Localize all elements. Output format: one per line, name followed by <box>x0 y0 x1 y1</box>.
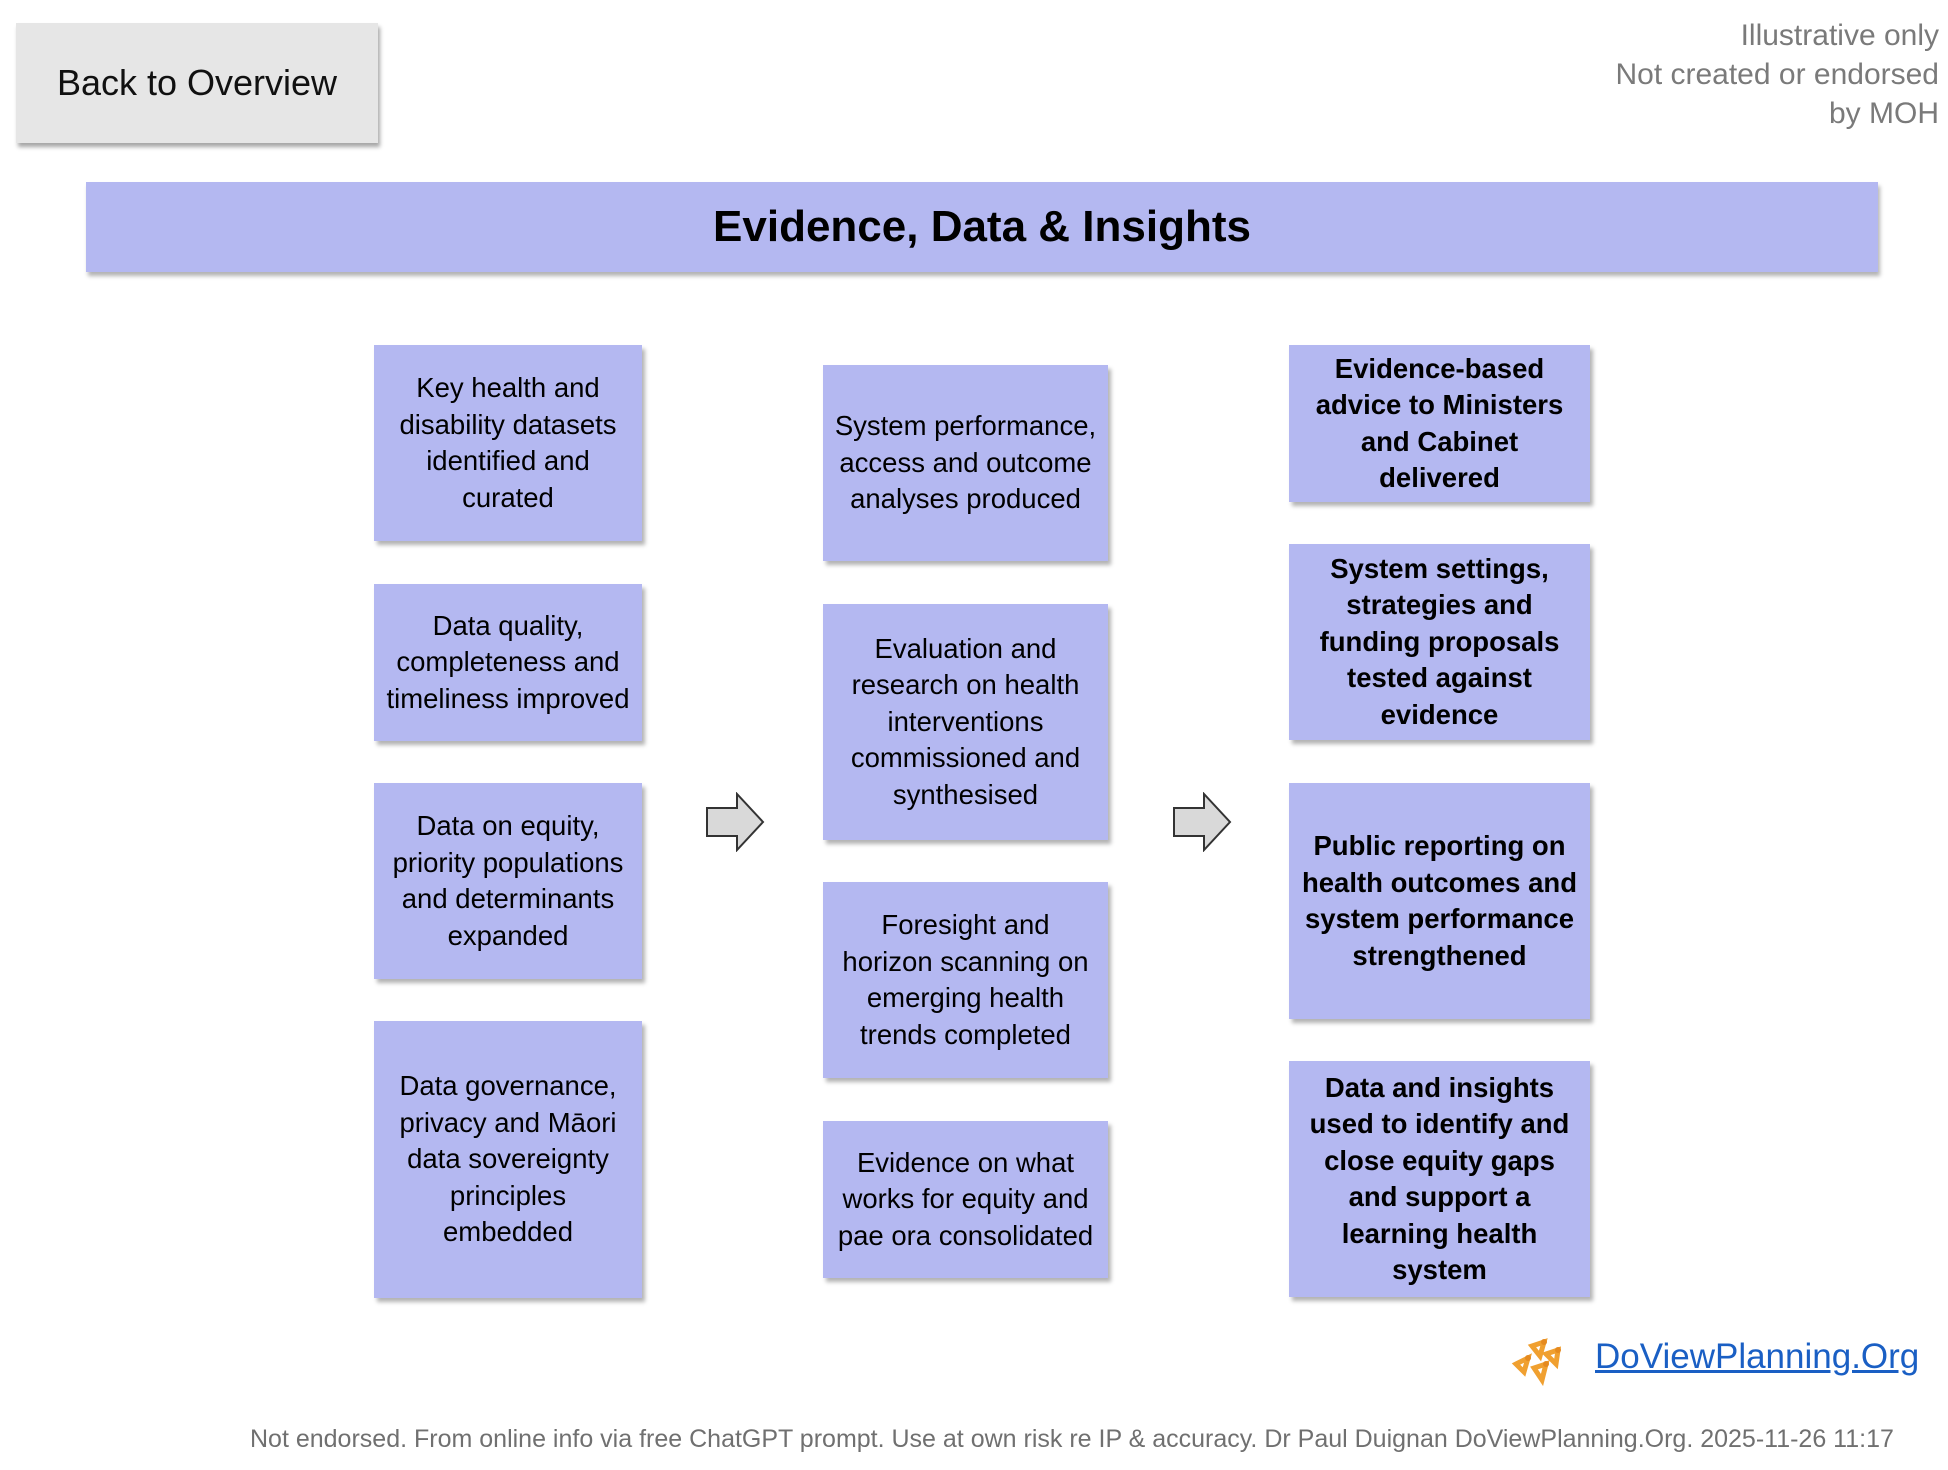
footer-disclaimer: Not endorsed. From online info via free … <box>250 1425 1894 1453</box>
output-box[interactable]: Evaluation and research on health interv… <box>823 604 1108 840</box>
page-title: Evidence, Data & Insights <box>86 182 1878 272</box>
outcome-box[interactable]: Data and insights used to identify and c… <box>1289 1061 1590 1297</box>
output-box[interactable]: Key health and disability datasets ident… <box>374 345 642 541</box>
output-box[interactable]: System performance, access and outcome a… <box>823 365 1108 561</box>
output-box[interactable]: Data on equity, priority populations and… <box>374 783 642 979</box>
outcome-box[interactable]: System settings, strategies and funding … <box>1289 544 1590 740</box>
output-box[interactable]: Evidence on what works for equity and pa… <box>823 1121 1108 1278</box>
doview-logo-icon <box>1511 1338 1562 1386</box>
back-to-overview-button[interactable]: Back to Overview <box>16 23 378 143</box>
output-box[interactable]: Data quality, completeness and timelines… <box>374 584 642 741</box>
outcome-box[interactable]: Public reporting on health outcomes and … <box>1289 783 1590 1019</box>
outcome-box[interactable]: Evidence-based advice to Ministers and C… <box>1289 345 1590 502</box>
right-arrow-icon <box>706 792 765 852</box>
disclaimer-line: Not created or endorsed <box>1615 58 1939 91</box>
disclaimer-line: by MOH <box>1828 97 1939 130</box>
right-arrow-icon <box>1173 792 1232 852</box>
output-box[interactable]: Foresight and horizon scanning on emergi… <box>823 882 1108 1078</box>
disclaimer: Illustrative only Not created or endorse… <box>1519 16 1939 133</box>
doview-link[interactable]: DoViewPlanning.Org <box>1595 1337 1920 1376</box>
disclaimer-line: Illustrative only <box>1740 19 1939 52</box>
output-box[interactable]: Data governance, privacy and Māori data … <box>374 1021 642 1298</box>
